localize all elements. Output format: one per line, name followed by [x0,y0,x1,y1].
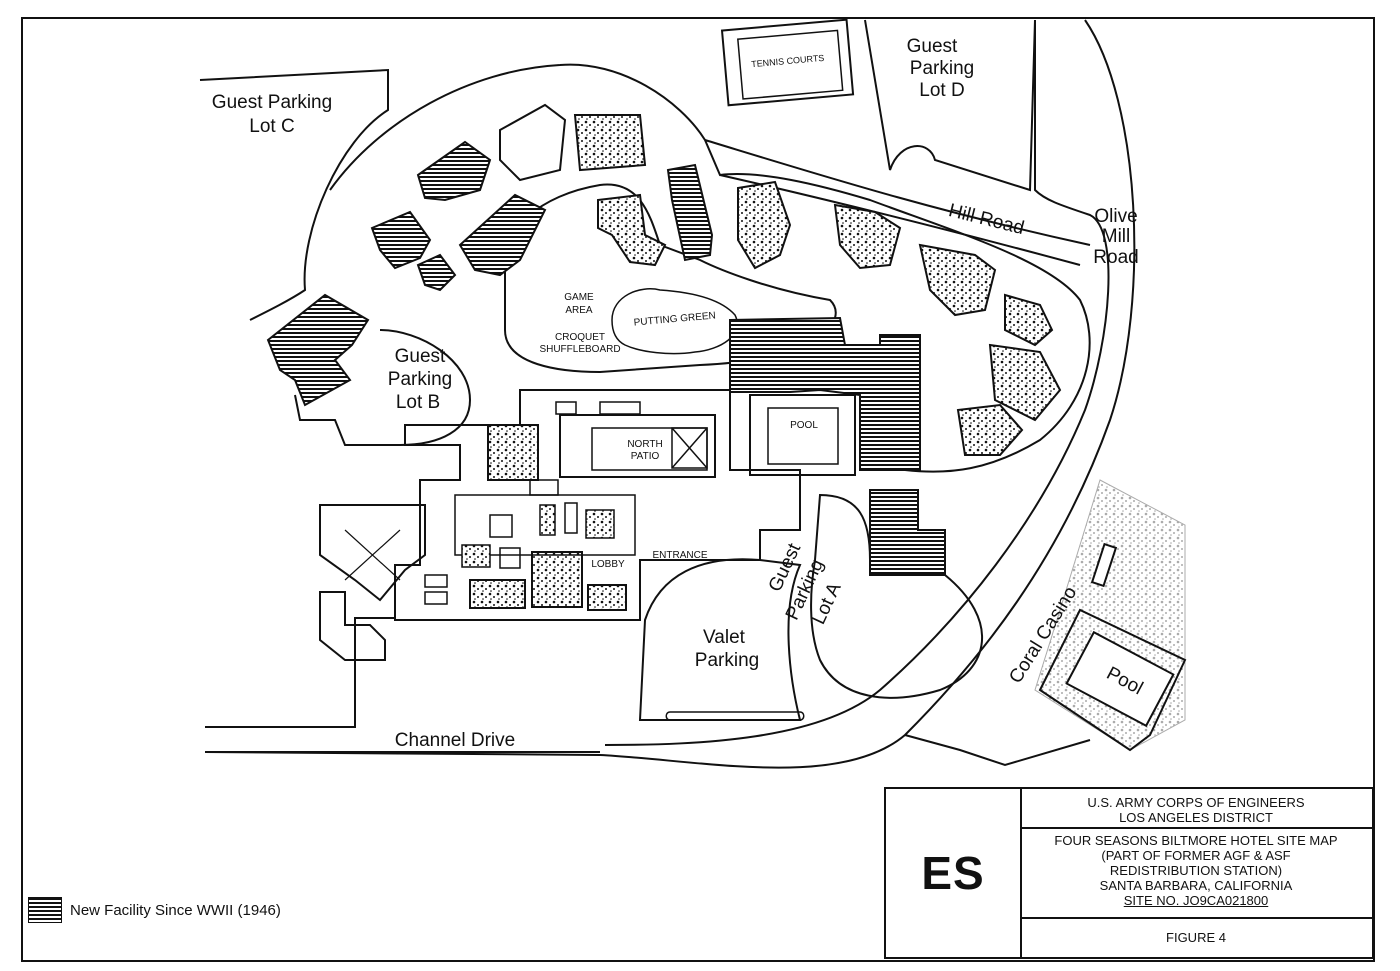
cottage-3 [597,193,667,267]
tennis-courts [720,18,855,107]
hotel-main-complex [394,389,856,621]
courtyard-block [487,424,539,481]
parking-lot-a [810,493,983,699]
older-buildings [469,103,1062,611]
building-nw-2 [416,253,457,292]
agency-line-1: U.S. ARMY CORPS OF ENGINEERS [1087,795,1305,810]
legend: New Facility Since WWII (1946) [28,897,281,923]
description-block: FOUR SEASONS BILTMORE HOTEL SITE MAP (PA… [1020,829,1372,919]
agency-line-2: LOS ANGELES DISTRICT [1119,810,1273,825]
game-area-enclosure [503,183,837,374]
building-main-east [729,316,921,471]
legend-label: New Facility Since WWII (1946) [70,901,281,919]
label-olive-mill-2: Mill [1102,226,1131,247]
label-lot-d-3: Lot D [919,80,964,101]
lobby-block [531,551,583,608]
coral-casino [904,479,1187,767]
label-putting-green: PUTTING GREEN [633,310,716,328]
label-croquet-1: CROQUET [555,332,605,343]
cottage-6 [918,243,997,317]
building-nw-4 [458,193,547,277]
olive-mill-road [204,19,1136,769]
cottage-7 [1004,293,1054,347]
building-east-entry [869,489,946,576]
label-lobby: LOBBY [591,559,625,570]
casino-pool-outline [1065,630,1175,728]
south-block-1 [469,579,526,609]
parking-lot-d [864,19,1036,192]
label-north-patio-1: NORTH [627,439,662,450]
cottage-1 [499,103,567,182]
valet-island [665,711,805,721]
south-block-2 [587,584,627,611]
building-hill-east [666,163,714,262]
label-lot-b-1: Guest [395,346,446,367]
label-lot-b-2: Parking [388,369,452,390]
building-nw-3 [416,140,492,202]
west-buildings [319,504,426,661]
title-block-text: U.S. ARMY CORPS OF ENGINEERS LOS ANGELES… [1020,789,1372,957]
label-valet-2: Parking [695,650,759,671]
description-line-1: FOUR SEASONS BILTMORE HOTEL SITE MAP [1054,833,1338,848]
label-lot-b-3: Lot B [396,392,440,413]
description-line-4: SANTA BARBARA, CALIFORNIA [1099,878,1293,893]
label-game-area-2: AREA [565,305,593,316]
cottage-2 [573,114,647,172]
label-olive-mill-3: Road [1093,247,1138,268]
channel-drive-upper [205,617,395,728]
cottage-4 [737,180,792,270]
description-line-2: (PART OF FORMER AGF & ASF [1101,848,1291,863]
label-lot-d-1: Guest [907,36,958,57]
label-lot-d-2: Parking [910,58,974,79]
description-line-3: REDISTRIBUTION STATION) [1109,863,1283,878]
new-facilities [266,140,946,576]
valet-parking [638,558,802,721]
cottage-9 [956,403,1024,456]
parking-lot-b [294,329,472,446]
es-logo: ES [886,789,1022,957]
cottage-8 [988,343,1062,422]
parking-lot-c [199,68,389,321]
label-pool: POOL [790,420,818,431]
hill-road [704,139,1091,246]
label-north-patio-2: PATIO [631,451,660,462]
cottage-5 [833,203,902,270]
building-nw-1 [370,210,432,270]
figure-number: FIGURE 4 [1166,930,1226,945]
label-lot-c-2: Lot C [249,116,294,137]
label-entrance: ENTRANCE [652,550,707,561]
label-olive-mill-1: Olive [1094,206,1137,227]
label-valet-1: Valet [703,627,746,648]
description-line-5: SITE NO. JO9CA021800 [1123,893,1269,908]
building-west-wing [266,293,370,407]
title-block: ES U.S. ARMY CORPS OF ENGINEERS LOS ANGE… [884,787,1374,959]
olive-mill-road-inner [604,20,1110,746]
label-game-area-1: GAME [564,292,594,303]
agency-block: U.S. ARMY CORPS OF ENGINEERS LOS ANGELES… [1020,789,1372,829]
page-border [21,17,1375,962]
north-grounds-boundary [329,63,1091,473]
label-croquet-2: SHUFFLEBOARD [539,344,620,355]
label-channel-drive: Channel Drive [395,730,515,751]
legend-hatch-swatch [28,897,62,923]
label-lot-c-1: Guest Parking [212,92,332,113]
